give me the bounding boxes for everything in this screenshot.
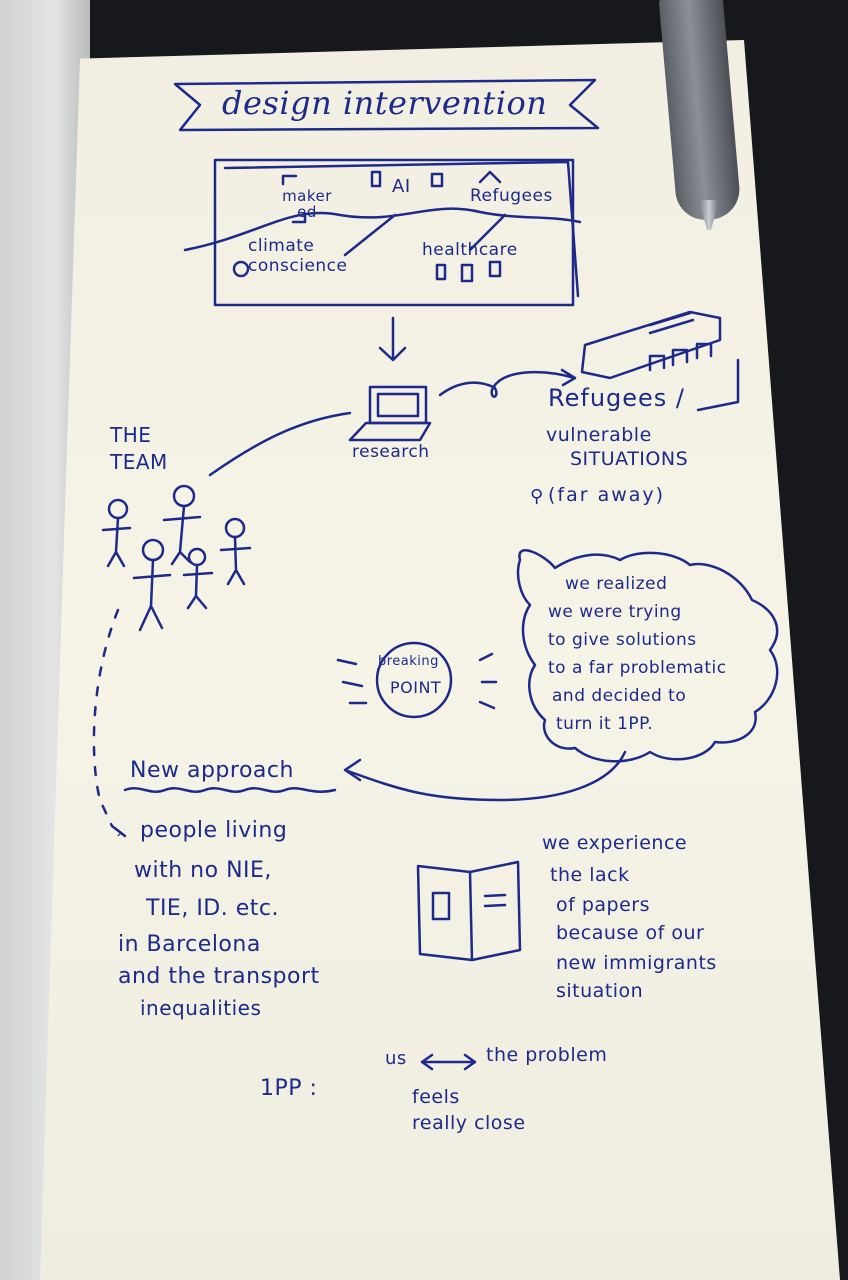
page-title: design intervention bbox=[222, 84, 548, 122]
new-approach-heading: New approach bbox=[130, 758, 294, 783]
laptop-icon bbox=[348, 385, 432, 442]
realization-line6: turn it 1PP. bbox=[556, 714, 654, 734]
realization-line4: to a far problematic bbox=[548, 658, 727, 678]
arrow-bullet-icon: › bbox=[116, 822, 124, 843]
realization-line2: we were trying bbox=[548, 602, 682, 622]
topic-ai: AI bbox=[392, 176, 411, 197]
realization-line1: we realized bbox=[565, 574, 668, 594]
building-icon bbox=[580, 310, 740, 412]
refugees-line3: situations bbox=[570, 448, 689, 470]
footer-us: us bbox=[385, 1048, 407, 1069]
team-line2: TEAM bbox=[110, 450, 168, 474]
arrow-down bbox=[378, 316, 407, 362]
experience-line2: the lack bbox=[550, 864, 630, 886]
footer-close: really close bbox=[412, 1112, 526, 1134]
experience-line1: we experience bbox=[542, 832, 688, 854]
people-line3: TIE, ID. etc. bbox=[146, 896, 279, 921]
document-icon bbox=[416, 860, 522, 962]
team-figures bbox=[101, 484, 252, 632]
people-line4: in Barcelona bbox=[118, 932, 261, 957]
realization-line5: and decided to bbox=[552, 686, 687, 706]
topic-climate: climate conscience bbox=[248, 236, 348, 276]
topic-maker: maker ed bbox=[282, 187, 332, 221]
people-line2: with no NIE, bbox=[134, 858, 272, 883]
refugees-line4: (far away) bbox=[548, 484, 666, 506]
breaking-point-circle bbox=[375, 641, 453, 719]
experience-line4: because of our bbox=[556, 922, 705, 944]
people-line6: inequalities bbox=[140, 996, 262, 1020]
location-pin-icon: ⚲ bbox=[530, 486, 544, 507]
new-approach-underline bbox=[123, 787, 337, 793]
dashed-connector bbox=[92, 608, 120, 828]
notebook-page bbox=[40, 40, 840, 1280]
refugees-line1: Refugees / bbox=[548, 384, 686, 412]
breaking-point-line2: point bbox=[390, 678, 442, 697]
refugees-line2: vulnerable bbox=[546, 424, 652, 446]
breaking-point-line1: breaking bbox=[378, 654, 439, 669]
team-line1: THE bbox=[110, 423, 152, 447]
research-label: research bbox=[352, 442, 430, 462]
realization-line3: to give solutions bbox=[548, 630, 697, 650]
people-line5: and the transport bbox=[118, 964, 320, 989]
topic-healthcare: healthcare bbox=[422, 240, 518, 260]
experience-line6: situation bbox=[556, 980, 644, 1002]
topic-refugees: Refugees bbox=[470, 186, 553, 206]
title-banner bbox=[173, 78, 600, 132]
footer-problem: the problem bbox=[486, 1044, 608, 1066]
topics-curve bbox=[183, 207, 582, 252]
footer-feels: feels bbox=[412, 1086, 460, 1108]
experience-line3: of papers bbox=[556, 894, 651, 916]
people-line1: people living bbox=[140, 818, 288, 843]
thought-cloud bbox=[516, 549, 779, 763]
footer-label: 1PP : bbox=[260, 1076, 318, 1101]
experience-line5: new immigrants bbox=[556, 952, 717, 974]
